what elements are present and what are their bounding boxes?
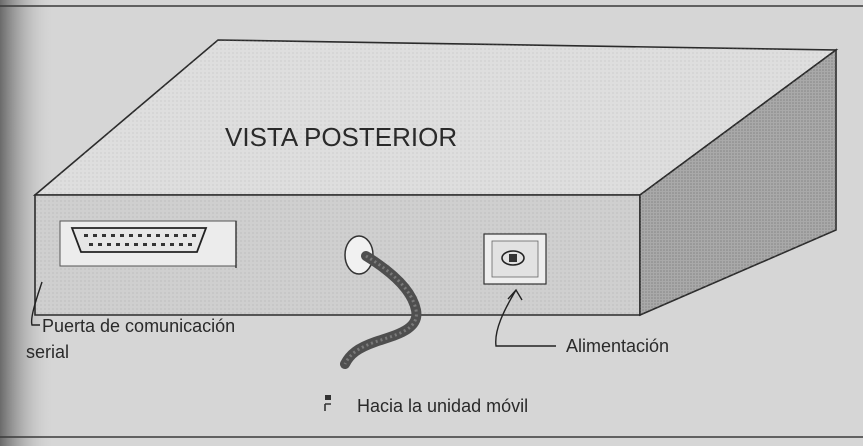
power-socket-icon (483, 233, 547, 285)
serial-pin (125, 243, 129, 246)
serial-pin (89, 243, 93, 246)
power-socket-outline (501, 250, 525, 266)
power-leader-line (495, 289, 556, 347)
serial-pin (161, 243, 165, 246)
serial-pin (174, 234, 178, 237)
serial-port-label-line2: serial (26, 342, 69, 362)
serial-pin (179, 243, 183, 246)
serial-pin (165, 234, 169, 237)
serial-pin (102, 234, 106, 237)
serial-pin (116, 243, 120, 246)
figure-title: VISTA POSTERIOR (225, 122, 457, 152)
serial-pin (170, 243, 174, 246)
db25-serial-connector-icon (59, 220, 237, 268)
serial-pin (107, 243, 111, 246)
serial-pin (120, 234, 124, 237)
serial-pin (156, 234, 160, 237)
serial-port-shell (70, 227, 208, 253)
serial-pin (138, 234, 142, 237)
power-socket-recess (491, 240, 539, 278)
serial-port-label-line1: Puerta de comunicación (42, 316, 235, 336)
serial-pin (152, 243, 156, 246)
serial-pin (143, 243, 147, 246)
serial-pin (192, 234, 196, 237)
power-leader-arrow (507, 288, 523, 301)
power-socket-pin (509, 254, 517, 262)
small-marker-icon (324, 395, 331, 411)
serial-pin (134, 243, 138, 246)
power-label: Alimentación (566, 336, 669, 356)
serial-port-pins-top (84, 234, 196, 237)
serial-pin (98, 243, 102, 246)
to-mobile-unit-label: Hacia la unidad móvil (357, 396, 528, 416)
serial-pin (188, 243, 192, 246)
serial-pin (93, 234, 97, 237)
serial-port-pins-bottom (89, 243, 192, 246)
serial-pin (129, 234, 133, 237)
serial-pin (147, 234, 151, 237)
serial-pin (183, 234, 187, 237)
serial-leader-line (30, 281, 43, 326)
serial-pin (84, 234, 88, 237)
cable-texture (343, 254, 418, 365)
box-side-texture (640, 50, 836, 315)
serial-pin (111, 234, 115, 237)
box-top-texture (35, 40, 836, 195)
